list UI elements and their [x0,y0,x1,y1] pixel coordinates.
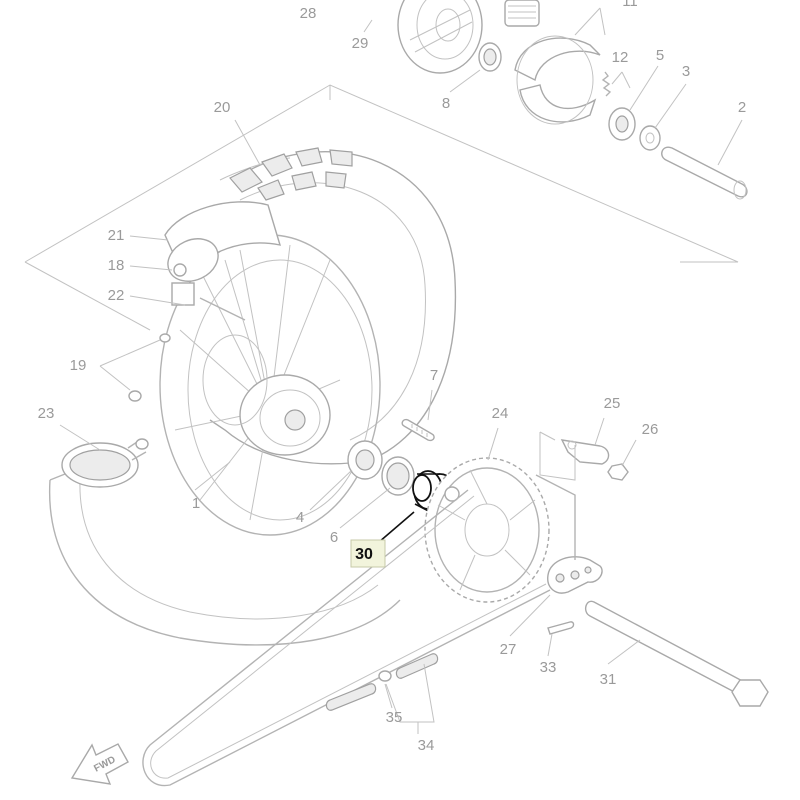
drive-chain [142,474,576,787]
part-label-18[interactable]: 18 [108,257,125,274]
brake-shoe-set [514,35,601,125]
chain-puller-25 [560,439,610,465]
part-label-28[interactable]: 28 [300,5,317,22]
part-label-6[interactable]: 6 [330,529,338,546]
part-label-33[interactable]: 33 [540,659,557,676]
tube-23 [61,438,149,488]
bolt-stud [444,486,460,502]
part-label-23[interactable]: 23 [38,405,55,422]
part-label-11[interactable]: 11 [622,0,638,10]
part-label-26[interactable]: 26 [642,421,659,438]
part-label-12[interactable]: 12 [612,49,629,66]
brake-hub-cover [397,0,483,74]
brake-shoe-spring [601,71,612,97]
part-label-5[interactable]: 5 [656,47,664,64]
wheel-hub [202,334,331,456]
collar-3 [639,125,661,151]
brake-cam-shaft [504,0,540,27]
part-label-1[interactable]: 1 [192,495,200,512]
part-label-24[interactable]: 24 [492,405,509,422]
part-label-35[interactable]: 35 [386,709,403,726]
part-label-34[interactable]: 34 [418,737,435,754]
nut-26 [607,463,629,481]
part-label-31[interactable]: 31 [600,671,617,688]
part-labels: 28 29 11 12 5 3 2 8 20 21 18 22 19 23 1 … [38,0,747,754]
sprocket-24 [424,457,550,603]
part-label-7[interactable]: 7 [430,367,438,384]
part-label-3[interactable]: 3 [682,63,690,80]
part-label-22[interactable]: 22 [108,287,125,304]
part-label-30[interactable]: 30 [355,546,373,563]
part-label-27[interactable]: 27 [500,641,517,658]
fwd-arrow-icon: FWD [70,743,129,785]
oil-seal-6 [381,456,415,496]
part-label-19[interactable]: 19 [70,357,87,374]
chain-case [48,471,401,646]
assembly-bracket [24,84,739,331]
rear-axle-31 [584,600,769,707]
spacer-2 [661,146,748,200]
nipple-19 [128,333,171,402]
highlighted-label-30[interactable]: 30 [350,539,386,568]
part-label-25[interactable]: 25 [604,395,621,412]
part-label-20[interactable]: 20 [214,99,231,116]
chain-link-34 [395,653,439,679]
bearing-5 [608,107,636,141]
part-label-2[interactable]: 2 [738,99,746,116]
cotter-pin-33 [547,621,575,635]
leader-lines [59,7,743,734]
chain-joint-35 [325,670,392,711]
bracket-box [539,431,576,481]
part-label-4[interactable]: 4 [296,509,304,526]
part-label-8[interactable]: 8 [442,95,450,112]
stud-bolt-7 [401,418,435,442]
bearing-4 [347,440,383,480]
valve-parts [173,263,246,321]
chain-guide-27 [547,556,603,594]
part-label-29[interactable]: 29 [352,35,369,52]
oil-seal-8 [478,42,502,72]
part-label-21[interactable]: 21 [108,227,125,244]
